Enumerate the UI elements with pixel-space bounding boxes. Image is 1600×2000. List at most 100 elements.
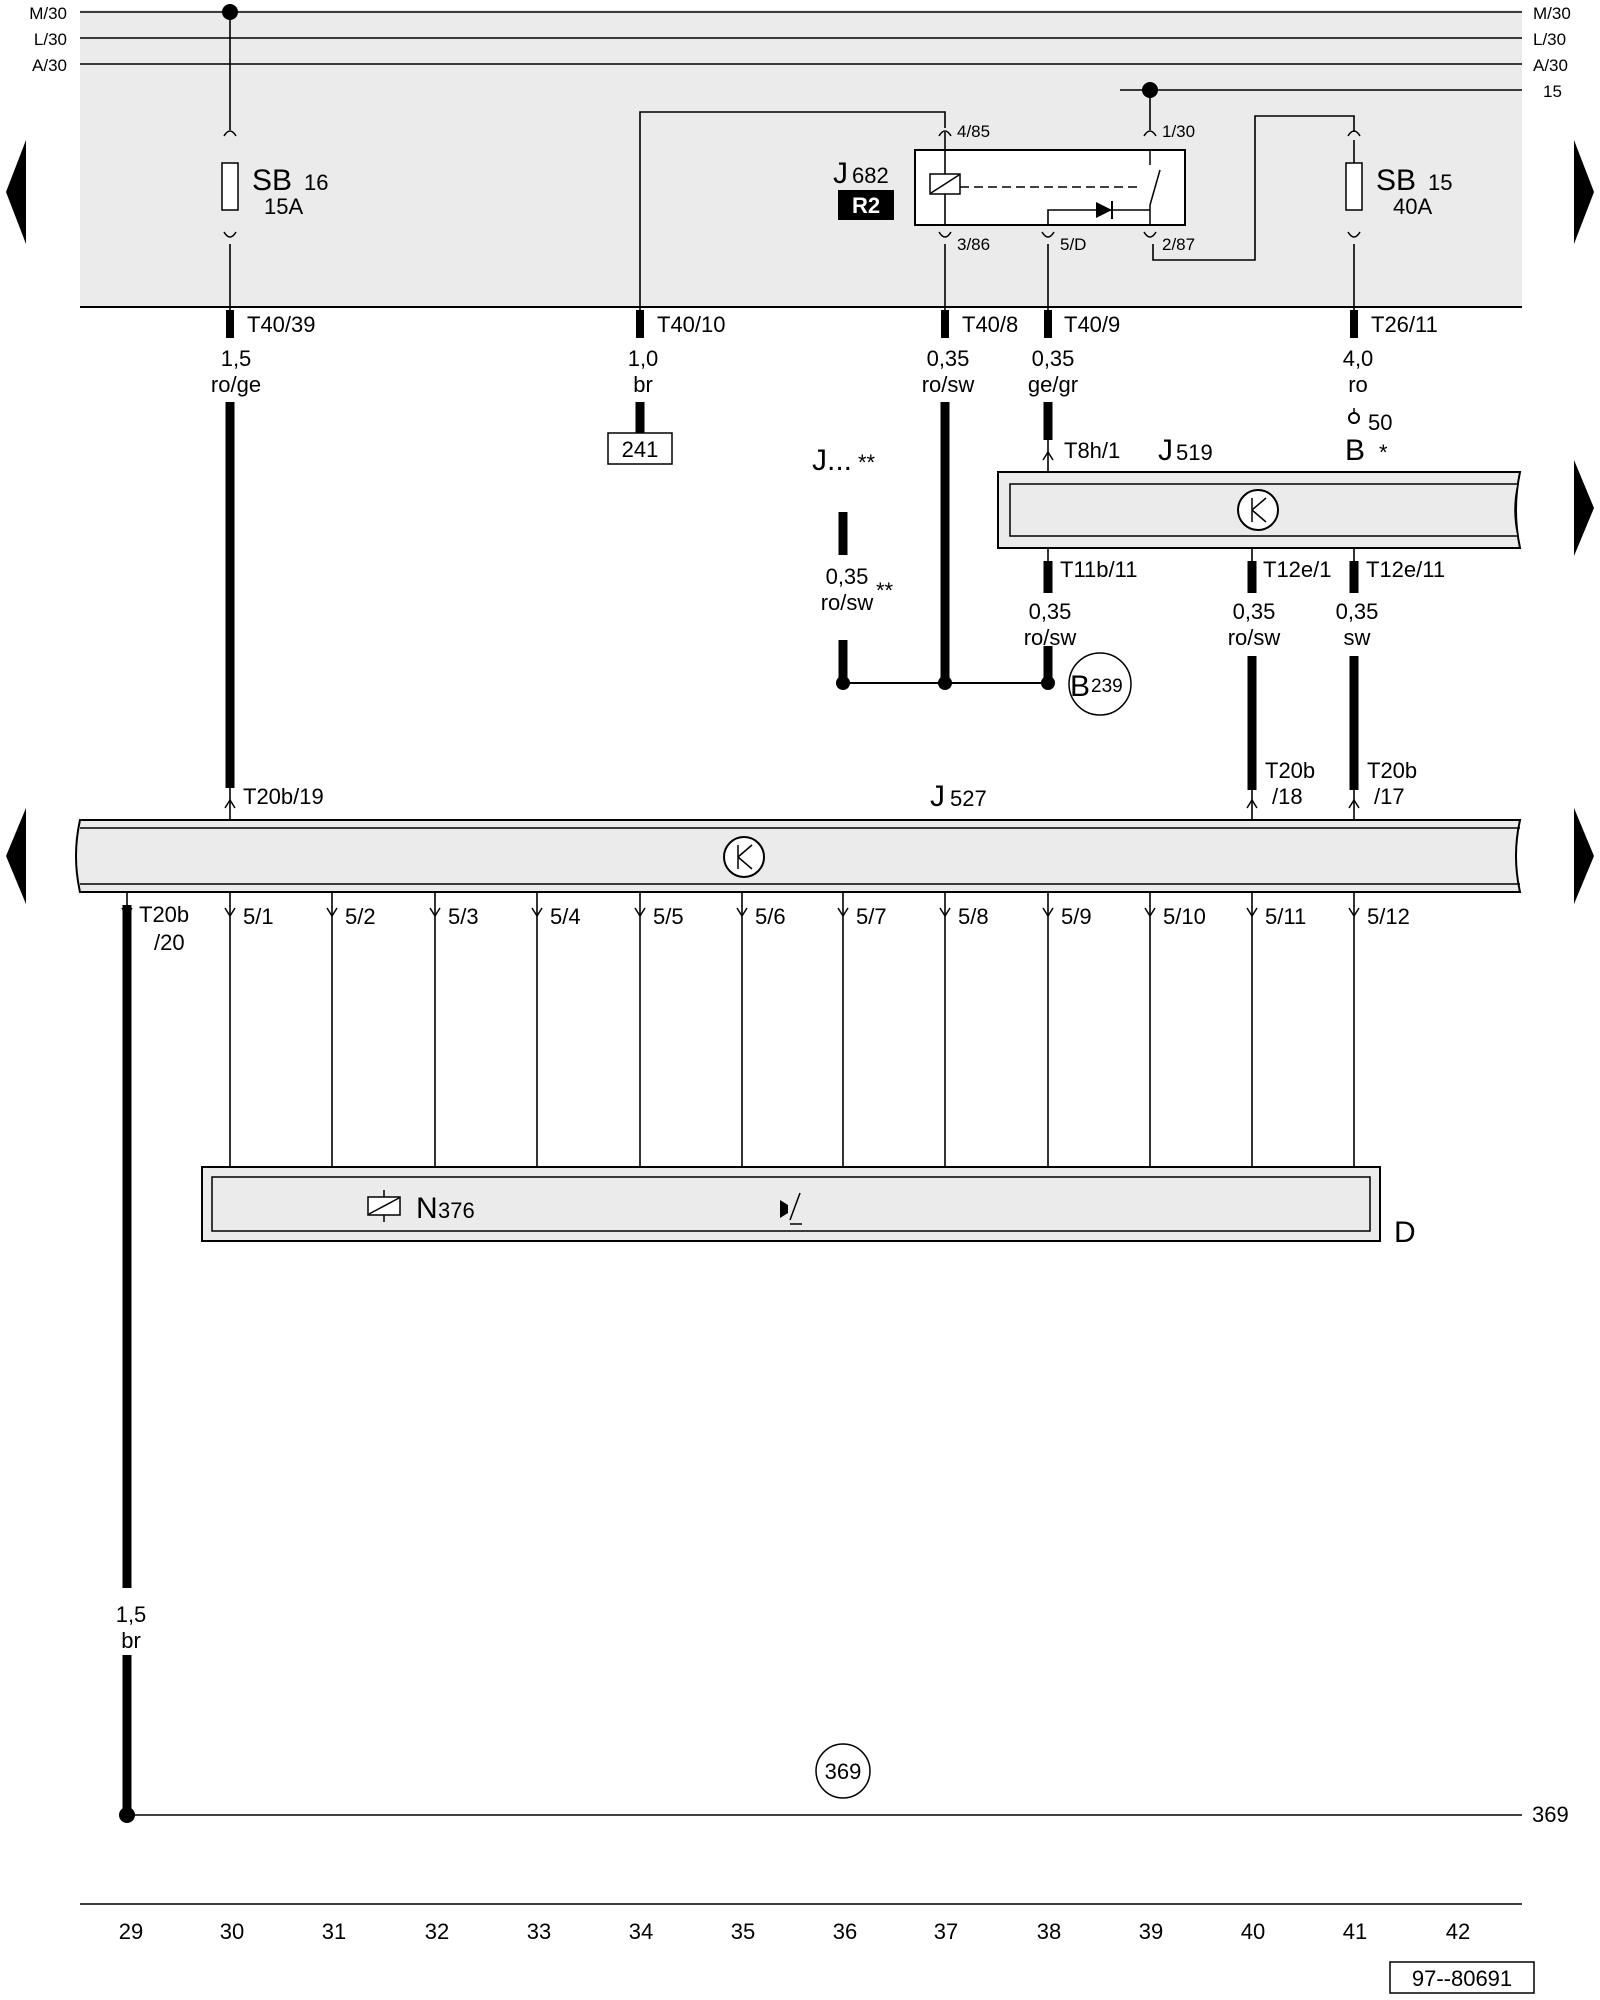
wire-size-t40-8: 0,35 xyxy=(927,346,970,371)
wire-color-t40-39: ro/ge xyxy=(211,372,261,397)
rail-label-a30-left: A/30 xyxy=(32,56,67,75)
doc-code-box xyxy=(1389,1961,1535,1994)
control-unit-j519 xyxy=(997,471,1522,561)
ground-ref-369-label: 369 xyxy=(825,1759,862,1784)
fuse-sb15-name: SB xyxy=(1376,164,1416,197)
j527-pin-t20b-19: T20b/19 xyxy=(243,784,324,809)
wire-size-t40-10: 1,0 xyxy=(628,346,659,371)
j527-right-arrow-icon xyxy=(1574,808,1594,904)
column-30: 30 xyxy=(220,1919,244,1944)
j-dots-label: J... xyxy=(812,444,852,477)
j519-pin-t11b-11: T11b/11 xyxy=(1060,557,1137,582)
wire-color-t12e-11: sw xyxy=(1344,625,1371,650)
component-d-label: D xyxy=(1394,1216,1416,1249)
control-unit-j527 xyxy=(75,819,1522,893)
column-32: 32 xyxy=(425,1919,449,1944)
relay-badge-bg xyxy=(838,190,894,220)
connector-markers-top xyxy=(226,310,1358,338)
wire-size-j-dots: 0,35 xyxy=(826,564,869,589)
connector-t26-11: T26/11 xyxy=(1371,312,1438,337)
ground-wire-color: br xyxy=(121,1628,141,1653)
j-dots-mark: ** xyxy=(858,450,876,475)
ref-box-241-label: 241 xyxy=(622,437,659,462)
relay-panel-area xyxy=(80,10,1522,307)
fuse-sb16 xyxy=(221,12,239,310)
j527-left-arrow-icon xyxy=(6,808,26,904)
wire-color-j-dots: ro/sw xyxy=(821,590,874,615)
wire-mark-j-dots: ** xyxy=(876,578,894,603)
j527-pin-t20b-17-b: /17 xyxy=(1374,784,1405,809)
column-39: 39 xyxy=(1139,1919,1163,1944)
relay-badge: R2 xyxy=(852,193,880,218)
rail-label-m30-right: M/30 xyxy=(1533,4,1571,23)
page-right-arrow-icon[interactable] xyxy=(1574,140,1594,244)
relay-pin-5-d: 5/D xyxy=(1060,235,1086,254)
page-left-arrow-icon[interactable] xyxy=(6,140,26,244)
relay-j682 xyxy=(639,90,1186,310)
n376-number: 376 xyxy=(438,1198,475,1223)
column-35: 35 xyxy=(731,1919,755,1944)
column-36: 36 xyxy=(833,1919,857,1944)
relay-j682-number: 682 xyxy=(852,163,889,188)
j527-number: 527 xyxy=(950,786,987,811)
j527-pin-5-9: 5/9 xyxy=(1061,904,1092,929)
relay-pin-4-85: 4/85 xyxy=(957,122,990,141)
column-31: 31 xyxy=(322,1919,346,1944)
j519-pin-t12e-11: T12e/11 xyxy=(1366,557,1445,582)
j527-pin-5-2: 5/2 xyxy=(345,904,376,929)
fuse-sb15-number: 15 xyxy=(1428,170,1452,195)
wire-color-t40-9: ge/gr xyxy=(1028,372,1078,397)
fuse-sb16-number: 16 xyxy=(304,170,328,195)
rail-label-15-right: 15 xyxy=(1543,82,1562,101)
column-40: 40 xyxy=(1241,1919,1265,1944)
j527-pin-5-4: 5/4 xyxy=(550,904,581,929)
j527-pin-t20b-20-b: /20 xyxy=(154,930,185,955)
wire-size-t11b-11: 0,35 xyxy=(1029,599,1072,624)
j527-pin-5-8: 5/8 xyxy=(958,904,989,929)
starter-b-label: B xyxy=(1345,434,1365,467)
j527-pin-5-11: 5/11 xyxy=(1265,904,1306,929)
j527-pin-5-1: 5/1 xyxy=(243,904,274,929)
j527-pin-5-3: 5/3 xyxy=(448,904,479,929)
column-34: 34 xyxy=(629,1919,653,1944)
ground-point-b239-letter: B xyxy=(1070,670,1090,703)
column-42: 42 xyxy=(1446,1919,1470,1944)
wire-size-t12e-1: 0,35 xyxy=(1233,599,1276,624)
j527-pin-5-6: 5/6 xyxy=(755,904,786,929)
j527-pin-5-12: 5/12 xyxy=(1367,904,1410,929)
fuse-sb15 xyxy=(1152,115,1363,310)
j527-pin-5-7: 5/7 xyxy=(856,904,887,929)
wire-size-t26-11: 4,0 xyxy=(1343,346,1374,371)
j527-pin-t20b-20-a: T20b xyxy=(139,902,189,927)
terminal-50-label: 50 xyxy=(1368,410,1392,435)
connector-t40-39: T40/39 xyxy=(247,312,316,337)
rail-label-l30-right: L/30 xyxy=(1533,30,1566,49)
wire-color-t26-11: ro xyxy=(1348,372,1368,397)
column-33: 33 xyxy=(527,1919,551,1944)
connector-t40-10: T40/10 xyxy=(657,312,726,337)
wire-color-t40-8: ro/sw xyxy=(922,372,975,397)
doc-code: 97--80691 xyxy=(1412,1966,1512,1991)
connector-t40-9: T40/9 xyxy=(1064,312,1120,337)
j527-pin-5-10: 5/10 xyxy=(1163,904,1206,929)
j527-pin-t20b-18-b: /18 xyxy=(1272,784,1303,809)
fuse-sb16-name: SB xyxy=(252,164,292,197)
j527-id: J xyxy=(930,780,945,813)
relay-pin-3-86: 3/86 xyxy=(957,235,990,254)
ground-point-b239-number: 239 xyxy=(1091,676,1123,697)
column-41: 41 xyxy=(1343,1919,1367,1944)
relay-pin-2-87: 2/87 xyxy=(1162,235,1195,254)
rail-label-l30-left: L/30 xyxy=(34,30,67,49)
thick-wires xyxy=(122,402,1359,1812)
fuse-sb16-rating: 15A xyxy=(264,194,303,219)
connector-t40-8: T40/8 xyxy=(962,312,1018,337)
ref-box-241 xyxy=(607,432,673,465)
column-38: 38 xyxy=(1037,1919,1061,1944)
wire-size-t12e-11: 0,35 xyxy=(1336,599,1379,624)
rail-label-m30-left: M/30 xyxy=(29,4,67,23)
j527-pin-t20b-17-a: T20b xyxy=(1367,758,1417,783)
wire-color-t12e-1: ro/sw xyxy=(1228,625,1281,650)
j527-bottom-wires xyxy=(121,892,1360,1172)
ground-point-b239 xyxy=(1068,652,1132,716)
